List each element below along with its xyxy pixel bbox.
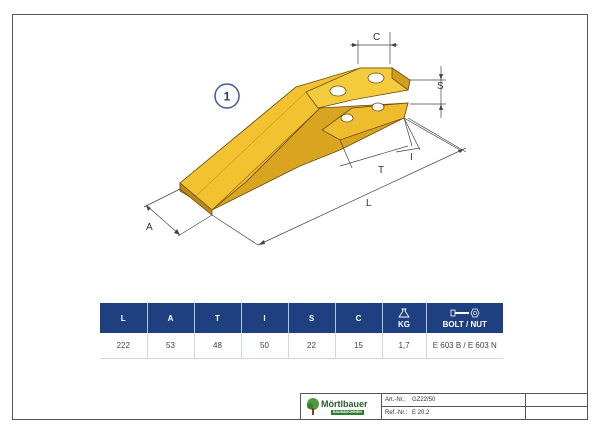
header-i: I: [241, 303, 289, 333]
tree-icon: [307, 398, 319, 415]
specification-table: L A T I S C KG BOLT / NUT: [100, 303, 503, 359]
part-callout-number: 1: [224, 90, 231, 104]
part-callout: 1: [214, 83, 240, 109]
table-row: 222 53 48 50 22 15 1,7 E 603 B / E 603 N: [100, 333, 503, 359]
article-number-row: Art.-Nr.: GZ22/50: [382, 394, 526, 407]
title-block-empty-cells: [526, 394, 588, 420]
cell-kg: 1,7: [382, 333, 427, 359]
dimension-label-s: S: [437, 81, 444, 92]
empty-cell-bottom: [526, 407, 588, 420]
dimension-label-l: L: [366, 198, 372, 209]
header-bolt-nut: BOLT / NUT: [426, 303, 503, 333]
header-t: T: [194, 303, 242, 333]
company-logo: Mörtlbauer BAUMASCHINEN: [301, 394, 382, 420]
empty-cell-top: [526, 394, 588, 407]
dimension-label-a: A: [146, 222, 153, 233]
lower-bolt-hole-front: [340, 113, 354, 123]
dimension-label-c: C: [373, 32, 380, 43]
reference-number-value: E 20.2: [412, 410, 430, 416]
reference-number-row: Ref.-Nr.: E 20.2: [382, 407, 526, 420]
title-block: Mörtlbauer BAUMASCHINEN Art.-Nr.: GZ22/5…: [300, 393, 588, 420]
company-logo-text: Mörtlbauer: [321, 399, 368, 409]
header-c: C: [335, 303, 383, 333]
cell-l: 222: [100, 333, 148, 359]
title-block-info: Art.-Nr.: GZ22/50 Ref.-Nr.: E 20.2: [382, 394, 526, 420]
cell-t: 48: [194, 333, 242, 359]
reference-number-label: Ref.-Nr.:: [385, 410, 408, 416]
weight-icon: [398, 308, 410, 317]
bucket-tooth: [179, 67, 411, 216]
upper-bolt-hole-rear: [367, 72, 385, 84]
bolt-nut-icon: [450, 308, 480, 317]
header-bolt-nut-label: BOLT / NUT: [442, 319, 487, 329]
upper-bolt-hole-front: [329, 85, 347, 97]
dimension-label-i: I: [410, 152, 413, 163]
article-number-value: GZ22/50: [412, 397, 436, 403]
table-header-row: L A T I S C KG BOLT / NUT: [100, 303, 503, 333]
cell-bolt-nut: E 603 B / E 603 N: [426, 333, 503, 359]
dimension-label-t: T: [378, 165, 384, 176]
article-number-label: Art.-Nr.:: [385, 397, 406, 403]
cell-i: 50: [241, 333, 289, 359]
dimension-arrowheads: [146, 43, 464, 245]
company-logo-subtitle: BAUMASCHINEN: [331, 410, 364, 415]
cell-c: 15: [335, 333, 383, 359]
header-kg: KG: [382, 303, 427, 333]
cell-a: 53: [147, 333, 195, 359]
cell-s: 22: [288, 333, 336, 359]
header-a: A: [147, 303, 195, 333]
header-kg-label: KG: [398, 319, 410, 329]
lower-bolt-hole-rear: [371, 102, 385, 112]
header-s: S: [288, 303, 336, 333]
header-l: L: [100, 303, 148, 333]
